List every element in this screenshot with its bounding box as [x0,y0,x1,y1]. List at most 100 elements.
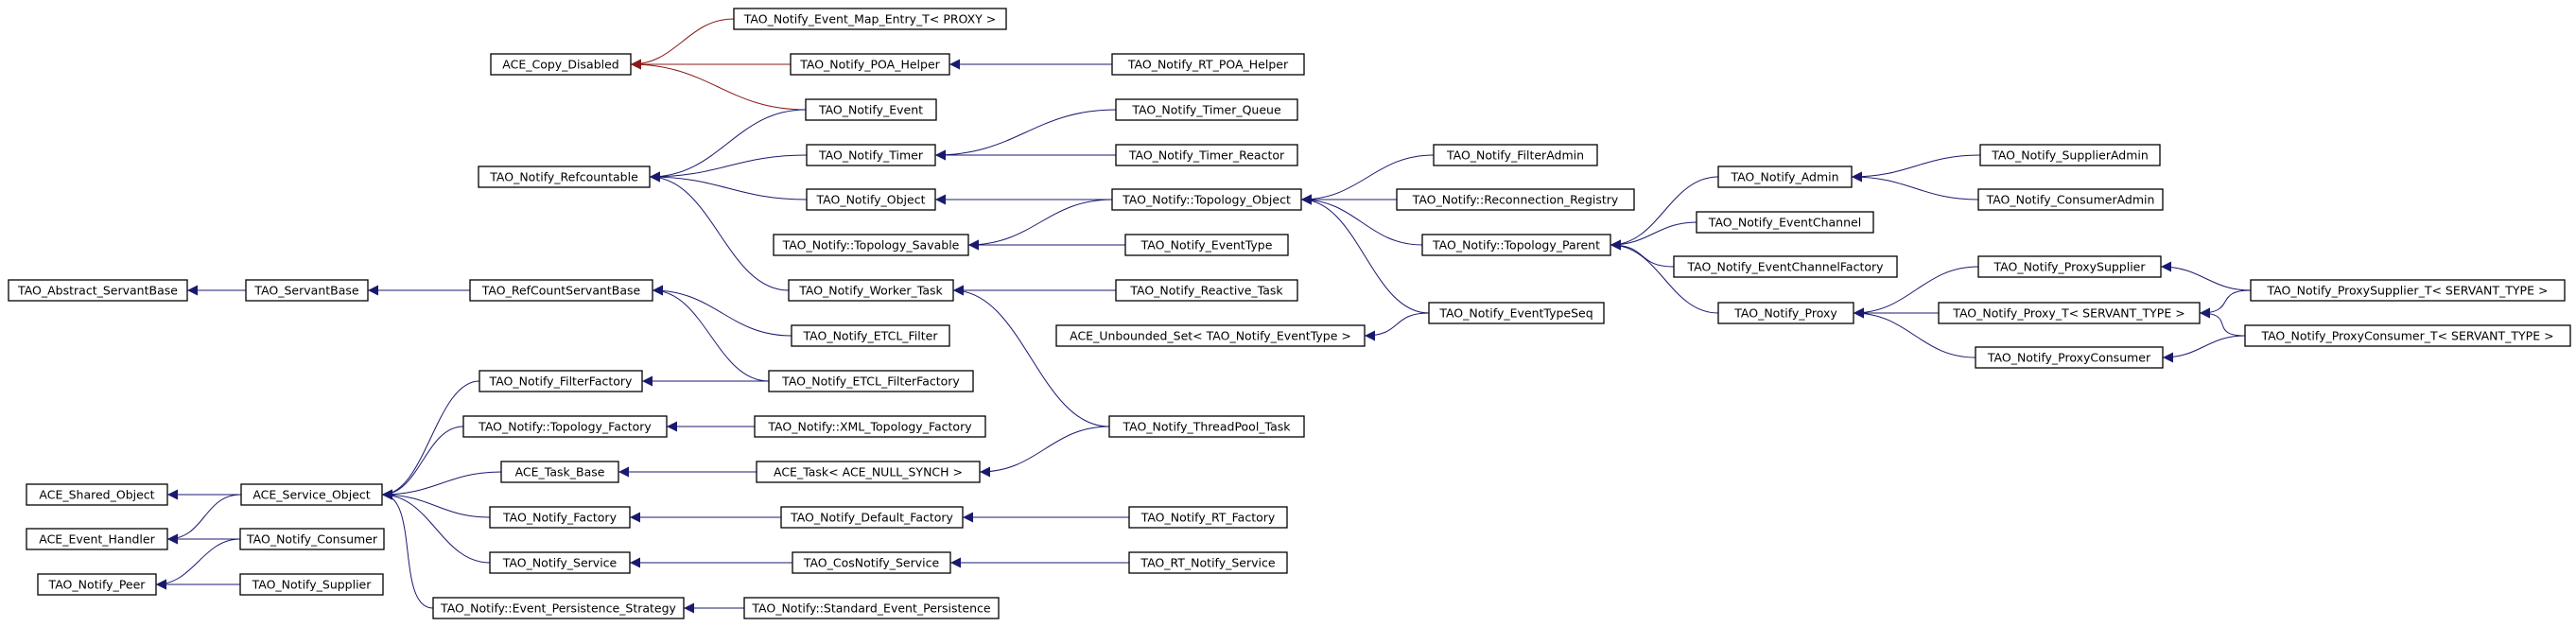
class-label: TAO_Notify_Service [502,556,618,570]
class-node-event-type-seq[interactable]: TAO_Notify_EventTypeSeq [1428,302,1605,324]
class-node-map-entry[interactable]: TAO_Notify_Event_Map_Entry_T< PROXY > [733,8,1007,30]
class-box [239,528,385,550]
class-node-topology-factory[interactable]: TAO_Notify::Topology_Factory [462,415,668,438]
class-box [245,279,369,302]
class-label: ACE_Shared_Object [39,488,154,502]
class-node-notify-supplier[interactable]: TAO_Notify_Supplier [239,573,384,596]
class-node-shared-object[interactable]: ACE_Shared_Object [26,483,168,506]
class-box [1428,302,1605,324]
class-label: TAO_Notify_Peer [48,578,147,592]
class-node-notify-service[interactable]: TAO_Notify_Service [489,551,631,574]
class-label: TAO_Notify::XML_Topology_Factory [767,420,972,434]
class-label: TAO_ServantBase [253,284,358,298]
class-node-proxy-consumer[interactable]: TAO_Notify_ProxyConsumer [1975,346,2164,369]
class-box [500,461,619,483]
class-box [1421,234,1611,256]
class-node-event-persistence-strategy[interactable]: TAO_Notify::Event_Persistence_Strategy [432,597,685,619]
class-node-default-factory[interactable]: TAO_Notify_Default_Factory [780,506,964,529]
class-node-notify-peer[interactable]: TAO_Notify_Peer [37,573,157,596]
class-label: TAO_Notify_Factory [502,511,618,525]
class-label: TAO_Notify_POA_Helper [799,58,940,72]
inheritance-edge-proxy-consumer-t-to-proxy-t [2199,307,2246,337]
class-node-notify-consumer[interactable]: TAO_Notify_Consumer [239,528,385,550]
class-node-rt-poa-helper[interactable]: TAO_Notify_RT_POA_Helper [1111,53,1305,76]
class-node-proxy-consumer-t[interactable]: TAO_Notify_ProxyConsumer_T< SERVANT_TYPE… [2244,324,2571,347]
class-node-reconnection-registry[interactable]: TAO_Notify::Reconnection_Registry [1396,188,1635,211]
class-node-etcl-filter[interactable]: TAO_Notify_ETCL_Filter [791,324,950,347]
class-node-servant-base[interactable]: TAO_ServantBase [245,279,369,302]
class-node-event[interactable]: TAO_Notify_Event [805,98,937,121]
class-label: TAO_Notify_ETCL_Filter [803,329,939,343]
class-label: TAO_Notify_ProxyConsumer [1987,351,2151,365]
class-label: ACE_Service_Object [252,488,370,502]
class-label: TAO_Notify_SupplierAdmin [1991,148,2149,163]
class-node-event-handler[interactable]: ACE_Event_Handler [26,528,168,550]
class-box [478,165,651,188]
class-node-standard-event-persistence[interactable]: TAO_Notify::Standard_Event_Persistence [743,597,1000,619]
inheritance-edge-event-type-seq-to-topology-object [1300,194,1430,314]
class-node-timer[interactable]: TAO_Notify_Timer [806,144,936,166]
class-node-proxy-supplier[interactable]: TAO_Notify_ProxySupplier [1977,255,2162,278]
class-box [791,324,950,347]
class-node-poa-helper[interactable]: TAO_Notify_POA_Helper [790,53,950,76]
class-node-cos-notify-service[interactable]: TAO_CosNotify_Service [792,551,951,574]
class-node-ace-task[interactable]: ACE_Task< ACE_NULL_SYNCH > [756,461,981,483]
class-node-copy-disabled[interactable]: ACE_Copy_Disabled [490,53,632,76]
inheritance-edge-event-type-seq-to-unbounded-set [1364,312,1430,341]
class-node-refcount-servant-base[interactable]: TAO_RefCountServantBase [469,279,653,302]
class-node-admin[interactable]: TAO_Notify_Admin [1717,165,1853,188]
class-node-worker-task[interactable]: TAO_Notify_Worker_Task [788,279,954,302]
class-node-filter-factory[interactable]: TAO_Notify_FilterFactory [479,370,643,392]
class-box [1975,346,2164,369]
class-node-timer-reactor[interactable]: TAO_Notify_Timer_Reactor [1115,144,1298,166]
class-box [239,573,384,596]
class-node-rt-notify-service[interactable]: TAO_RT_Notify_Service [1128,551,1288,574]
class-label: TAO_Notify_Timer [818,148,924,163]
class-label: TAO_Notify::Topology_Savable [782,238,960,253]
class-node-topology-savable[interactable]: TAO_Notify::Topology_Savable [773,234,969,256]
class-node-topology-object[interactable]: TAO_Notify::Topology_Object [1111,188,1302,211]
class-label: TAO_Notify_Reactive_Task [1129,284,1283,298]
class-node-consumer-admin[interactable]: TAO_Notify_ConsumerAdmin [1977,188,2164,211]
class-label: ACE_Task< ACE_NULL_SYNCH > [774,465,963,479]
class-node-event-channel[interactable]: TAO_Notify_EventChannel [1696,211,1874,234]
class-node-event-type[interactable]: TAO_Notify_EventType [1124,234,1289,256]
class-node-service-object[interactable]: ACE_Service_Object [240,483,383,506]
class-node-topology-parent[interactable]: TAO_Notify::Topology_Parent [1421,234,1611,256]
class-node-reactive-task[interactable]: TAO_Notify_Reactive_Task [1115,279,1298,302]
class-node-filter-admin[interactable]: TAO_Notify_FilterAdmin [1433,144,1598,166]
class-box [8,279,188,302]
class-node-abstract-servant-base[interactable]: TAO_Abstract_ServantBase [8,279,188,302]
class-label: TAO_Notify_ProxyConsumer_T< SERVANT_TYPE… [2260,329,2553,343]
inheritance-edge-notify-consumer-to-notify-peer [155,538,241,590]
inheritance-edge-etcl-filter-factory-to-refcount-servant-base [652,285,770,382]
class-node-proxy[interactable]: TAO_Notify_Proxy [1717,302,1854,324]
inheritance-edge-task-base-to-service-object [381,471,502,500]
class-node-task-base[interactable]: ACE_Task_Base [500,461,619,483]
edges-layer [155,18,2252,614]
class-box [792,551,951,574]
class-node-threadpool-task[interactable]: TAO_Notify_ThreadPool_Task [1108,415,1305,438]
class-box [489,506,631,529]
class-node-object[interactable]: TAO_Notify_Object [806,188,936,211]
class-node-refcountable[interactable]: TAO_Notify_Refcountable [478,165,651,188]
inheritance-edge-supplier-admin-to-admin [1851,154,1981,183]
inheritance-edge-filter-admin-to-topology-object [1300,154,1435,205]
class-node-notify-factory[interactable]: TAO_Notify_Factory [489,506,631,529]
class-node-event-channel-factory[interactable]: TAO_Notify_EventChannelFactory [1673,255,1898,278]
class-node-etcl-filter-factory[interactable]: TAO_Notify_ETCL_FilterFactory [768,370,974,392]
class-node-xml-topology-factory[interactable]: TAO_Notify::XML_Topology_Factory [754,415,986,438]
class-node-timer-queue[interactable]: TAO_Notify_Timer_Queue [1115,98,1298,121]
class-label: TAO_Notify_Refcountable [489,170,638,184]
class-label: ACE_Copy_Disabled [502,58,618,72]
class-label: TAO_Notify_Proxy_T< SERVANT_TYPE > [1952,306,2184,321]
class-node-rt-factory[interactable]: TAO_Notify_RT_Factory [1128,506,1288,529]
class-node-supplier-admin[interactable]: TAO_Notify_SupplierAdmin [1979,144,2161,166]
class-label: TAO_Notify::Topology_Factory [478,420,652,434]
inheritance-edge-service-object-to-event-handler [166,494,242,545]
inheritance-edge-threadpool-task-to-worker-task [952,285,1110,427]
class-node-proxy-t[interactable]: TAO_Notify_Proxy_T< SERVANT_TYPE > [1938,302,2201,324]
class-node-proxy-supplier-t[interactable]: TAO_Notify_ProxySupplier_T< SERVANT_TYPE… [2250,279,2566,302]
class-node-unbounded-set[interactable]: ACE_Unbounded_Set< TAO_Notify_EventType … [1055,324,1366,347]
